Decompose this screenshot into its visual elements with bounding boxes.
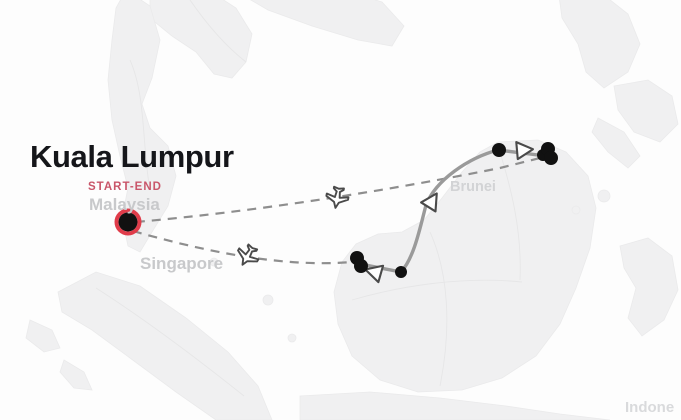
landmass-mentawai [59, 359, 93, 391]
marker-layer[interactable] [350, 142, 558, 278]
origin-marker-dot[interactable] [118, 212, 138, 232]
landmass-borneo [333, 139, 597, 393]
border-peninsula [129, 59, 151, 191]
landmass-islet-1 [262, 294, 274, 306]
origin-marker-ring [114, 208, 142, 236]
landmass-layer [25, 0, 679, 420]
border-borneo-3 [497, 145, 521, 281]
landmass-luzon [559, 0, 641, 89]
landmass-java [299, 391, 611, 420]
landmass-philippines-south [613, 79, 679, 143]
landmass-sumatra [57, 271, 273, 420]
landmass-sumatra-islets [25, 319, 61, 353]
border-sumatra [95, 287, 245, 397]
landmass-sulawesi [619, 237, 679, 337]
marker-ne-borneo-c[interactable] [544, 151, 558, 165]
border-borneo-1 [351, 279, 523, 301]
marker-sw-borneo-c[interactable] [395, 266, 407, 278]
border-borneo-2 [429, 231, 448, 387]
origin-marker-kuala-lumpur[interactable] [114, 208, 142, 236]
landmass-islet-3 [597, 189, 611, 203]
border-layer [95, 0, 523, 397]
flight-path-layer[interactable] [132, 153, 553, 265]
flight-path-kl-to-northeast-borneo[interactable] [135, 153, 553, 224]
marker-sw-borneo-b[interactable] [354, 259, 368, 273]
landmass-indochina [149, 0, 253, 79]
landmass-islet-5 [209, 257, 219, 267]
landmass-islet-2 [287, 333, 297, 343]
landmass-indochina-east [250, 0, 405, 47]
landmass-malay-peninsula [107, 0, 177, 253]
flight-path-kl-to-southwest-borneo[interactable] [132, 229, 353, 265]
landmass-palawan [591, 117, 641, 169]
border-indochina [189, 0, 247, 63]
marker-ne-borneo-a[interactable] [492, 143, 506, 157]
landmass-islet-4 [571, 205, 581, 215]
